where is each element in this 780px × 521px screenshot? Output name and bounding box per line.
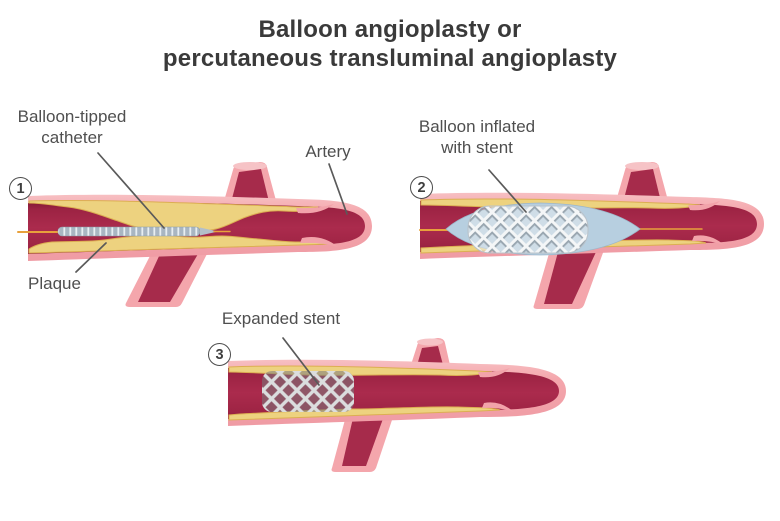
expanded-stent-mesh — [262, 371, 354, 412]
artery-step1 — [17, 162, 372, 307]
artery-step3 — [228, 338, 566, 472]
pointer-balloon-stent — [488, 169, 527, 213]
step-3-badge: 3 — [208, 343, 231, 366]
plaque-bottom — [28, 234, 333, 254]
branch-up-cut-edge — [233, 162, 267, 170]
label-plaque: Plaque — [28, 274, 81, 293]
branch-down-lumen — [544, 252, 596, 304]
catheter-tip — [200, 227, 218, 236]
figure-title-line2: percutaneous transluminal angioplasty — [162, 45, 618, 72]
intima-flap-top — [688, 201, 720, 211]
intima-flap-bottom — [300, 237, 338, 247]
branch-up-cut-edge — [625, 162, 659, 170]
step-1-badge: 1 — [9, 177, 32, 200]
pointer-artery — [328, 163, 348, 215]
intima-flap-top — [296, 204, 334, 214]
artery-step2 — [419, 162, 764, 309]
label-expanded-stent: Expanded stent — [221, 309, 341, 328]
figure-title-line1: Balloon angioplasty or — [258, 16, 522, 43]
pointer-plaque — [75, 242, 107, 273]
intima-flap-top — [478, 368, 510, 378]
intima-flap-bottom — [692, 235, 724, 245]
label-balloon-tipped-catheter: Balloon-tipped catheter — [17, 107, 127, 147]
label-balloon-inflated-with-stent: Balloon inflated with stent — [418, 117, 536, 157]
plaque-top — [28, 200, 319, 232]
branch-up-cut-edge — [417, 338, 443, 346]
intima-flap-bottom — [482, 402, 514, 412]
pointer-expanded-stent — [282, 337, 320, 386]
figure-title: Balloon angioplasty or percutaneous tran… — [0, 15, 780, 73]
branch-down-lumen — [138, 254, 198, 302]
catheter-body — [57, 226, 201, 237]
label-artery: Artery — [305, 142, 351, 161]
branch-down-lumen — [342, 416, 384, 466]
step-2-badge: 2 — [410, 176, 433, 199]
pointer-catheter — [97, 152, 165, 229]
pointer-lines — [75, 152, 527, 386]
stent-on-balloon — [467, 205, 589, 254]
